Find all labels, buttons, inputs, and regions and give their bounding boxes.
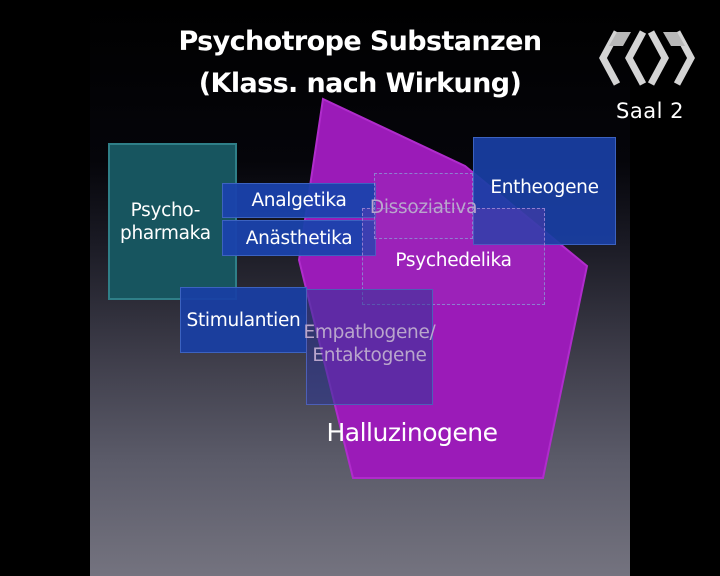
psychedelika-box: Psychedelika: [362, 208, 545, 305]
psychopharmaka-label-line1: Psycho-: [130, 199, 201, 221]
slide-title-line1: Psychotrope Substanzen: [178, 26, 542, 57]
stimulantien-box: Stimulantien: [180, 287, 307, 353]
analgetika-box: Analgetika: [222, 183, 376, 218]
slide: Psychotrope Substanzen (Klass. nach Wirk…: [90, 0, 630, 576]
stimulantien-label: Stimulantien: [186, 309, 301, 331]
ccc-logo-icon: [599, 30, 695, 86]
anaesthetika-label: Anästhetika: [245, 227, 353, 249]
analgetika-label: Analgetika: [251, 190, 347, 211]
dissoziativa-label: Dissoziativa: [369, 197, 478, 218]
anaesthetika-box: Anästhetika: [222, 220, 376, 256]
halluzinogene-label: Halluzinogene: [326, 418, 498, 447]
dissoziativa-box: Dissoziativa: [370, 173, 477, 239]
psychedelika-label: Psychedelika: [395, 250, 512, 271]
psychopharmaka-label-line2: pharmaka: [120, 222, 211, 244]
empathogene-box: Empathogene/ Entaktogene: [303, 289, 436, 405]
psychopharmaka-box: Psycho- pharmaka: [108, 143, 237, 300]
slide-title-line2: (Klass. nach Wirkung): [198, 68, 522, 99]
empathogene-label-line1: Empathogene/: [303, 322, 436, 343]
empathogene-label-line2: Entaktogene: [312, 345, 427, 366]
room-label: Saal 2: [616, 99, 684, 123]
entheogene-label: Entheogene: [490, 176, 599, 198]
